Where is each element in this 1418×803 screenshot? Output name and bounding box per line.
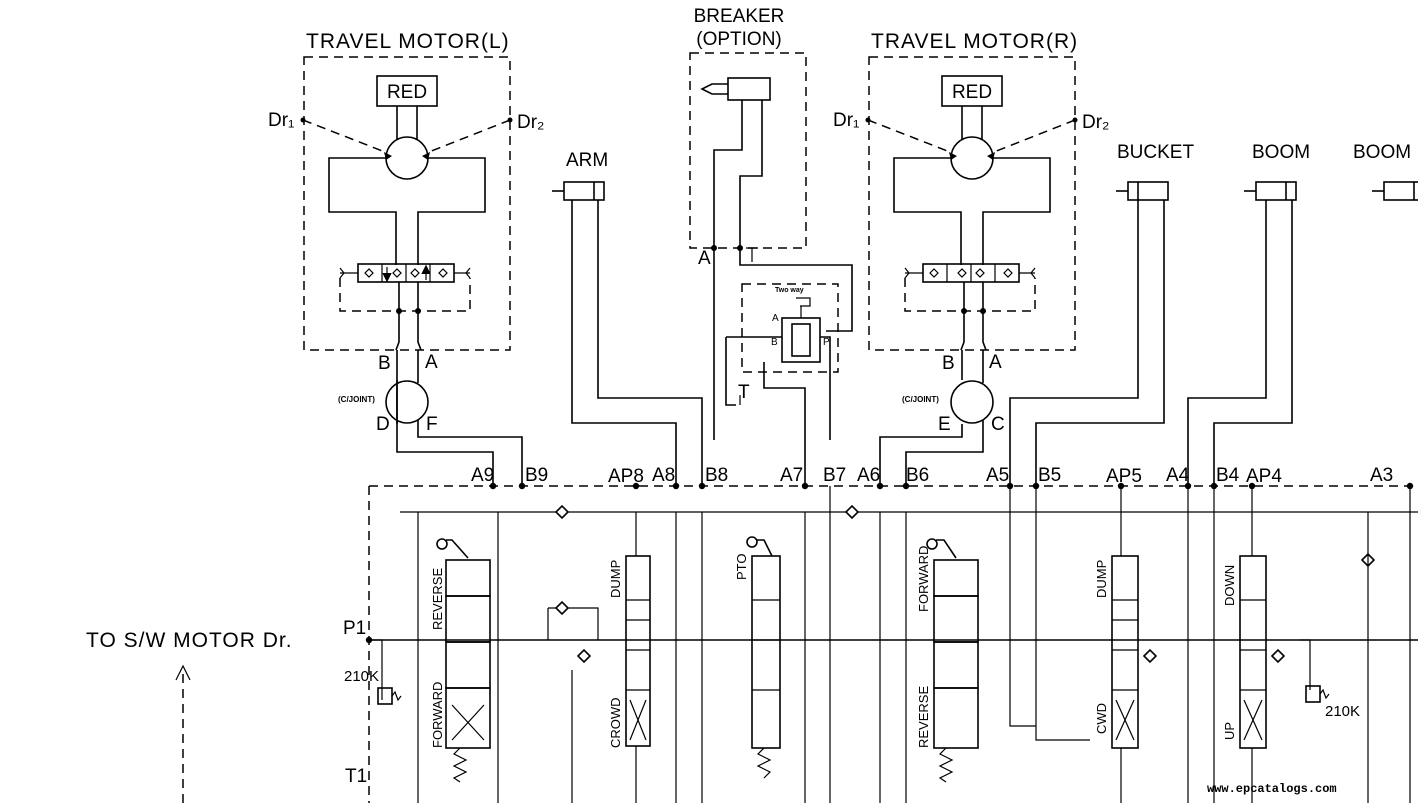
port-a-left: A: [425, 352, 438, 373]
boom-cylinder-1: [1187, 181, 1297, 488]
cjoint-left-port-d: D: [376, 414, 390, 435]
arm-cylinder-label: ARM: [566, 150, 608, 171]
relief-valve-right: [1300, 639, 1330, 703]
arm-cylinder: [552, 181, 703, 488]
breaker-unit: [689, 52, 853, 440]
port-a-right: A: [989, 352, 1002, 373]
cjoint-right-label: (C/JOINT): [902, 395, 939, 404]
drain1-left-label: Dr₁: [268, 110, 294, 131]
boom-cylinder-2: [1372, 181, 1418, 201]
two-way-port-b: B: [771, 337, 778, 348]
cjoint-left-port-f: F: [426, 414, 438, 435]
swing-motor-arrow: [175, 664, 191, 803]
breaker-title-2: (OPTION): [696, 29, 782, 50]
two-way-port-p: P: [823, 337, 830, 348]
cjoint-left-label: (C/JOINT): [338, 395, 375, 404]
two-way-port-t: T: [738, 382, 750, 403]
port-b-left: B: [378, 353, 391, 374]
breaker-title-1: BREAKER: [694, 6, 785, 27]
red-valve-left-label: RED: [387, 82, 427, 103]
spool-travel-left: [417, 512, 499, 803]
two-way-valve: [725, 283, 839, 488]
spool-boom: [1187, 486, 1267, 803]
red-valve-right-label: RED: [952, 82, 992, 103]
travel-motor-left-title: TRAVEL MOTOR(L): [306, 30, 510, 53]
spool-travel-right: [879, 512, 979, 803]
travel-motor-right-title: TRAVEL MOTOR(R): [871, 30, 1078, 53]
breaker-port-a: A: [698, 248, 711, 269]
spool-pto: [746, 486, 831, 803]
center-joint-right: [879, 350, 994, 488]
spool-arm: [571, 512, 703, 803]
two-way-port-a: A: [772, 313, 779, 324]
bucket-cylinder: [1009, 181, 1169, 488]
bucket-cylinder-label: BUCKET: [1117, 142, 1194, 163]
main-control-valve: [365, 482, 1418, 803]
drain2-right-label: Dr₂: [1082, 112, 1109, 133]
cjoint-right-port-c: C: [991, 414, 1005, 435]
drain1-right-label: Dr₁: [833, 110, 859, 131]
center-joint-left: [385, 350, 523, 488]
port-b-right: B: [942, 353, 955, 374]
drain2-left-label: Dr₂: [517, 112, 544, 133]
boom-cylinder-2-label: BOOM: [1353, 142, 1411, 163]
relief-valve-left: [369, 639, 402, 705]
travel-motor-right: [865, 56, 1078, 351]
boom-cylinder-1-label: BOOM: [1252, 142, 1310, 163]
spool-bucket: [1009, 486, 1139, 803]
two-way-label: Two way: [775, 287, 804, 294]
travel-motor-left: [300, 56, 513, 351]
cjoint-right-port-e: E: [938, 414, 951, 435]
